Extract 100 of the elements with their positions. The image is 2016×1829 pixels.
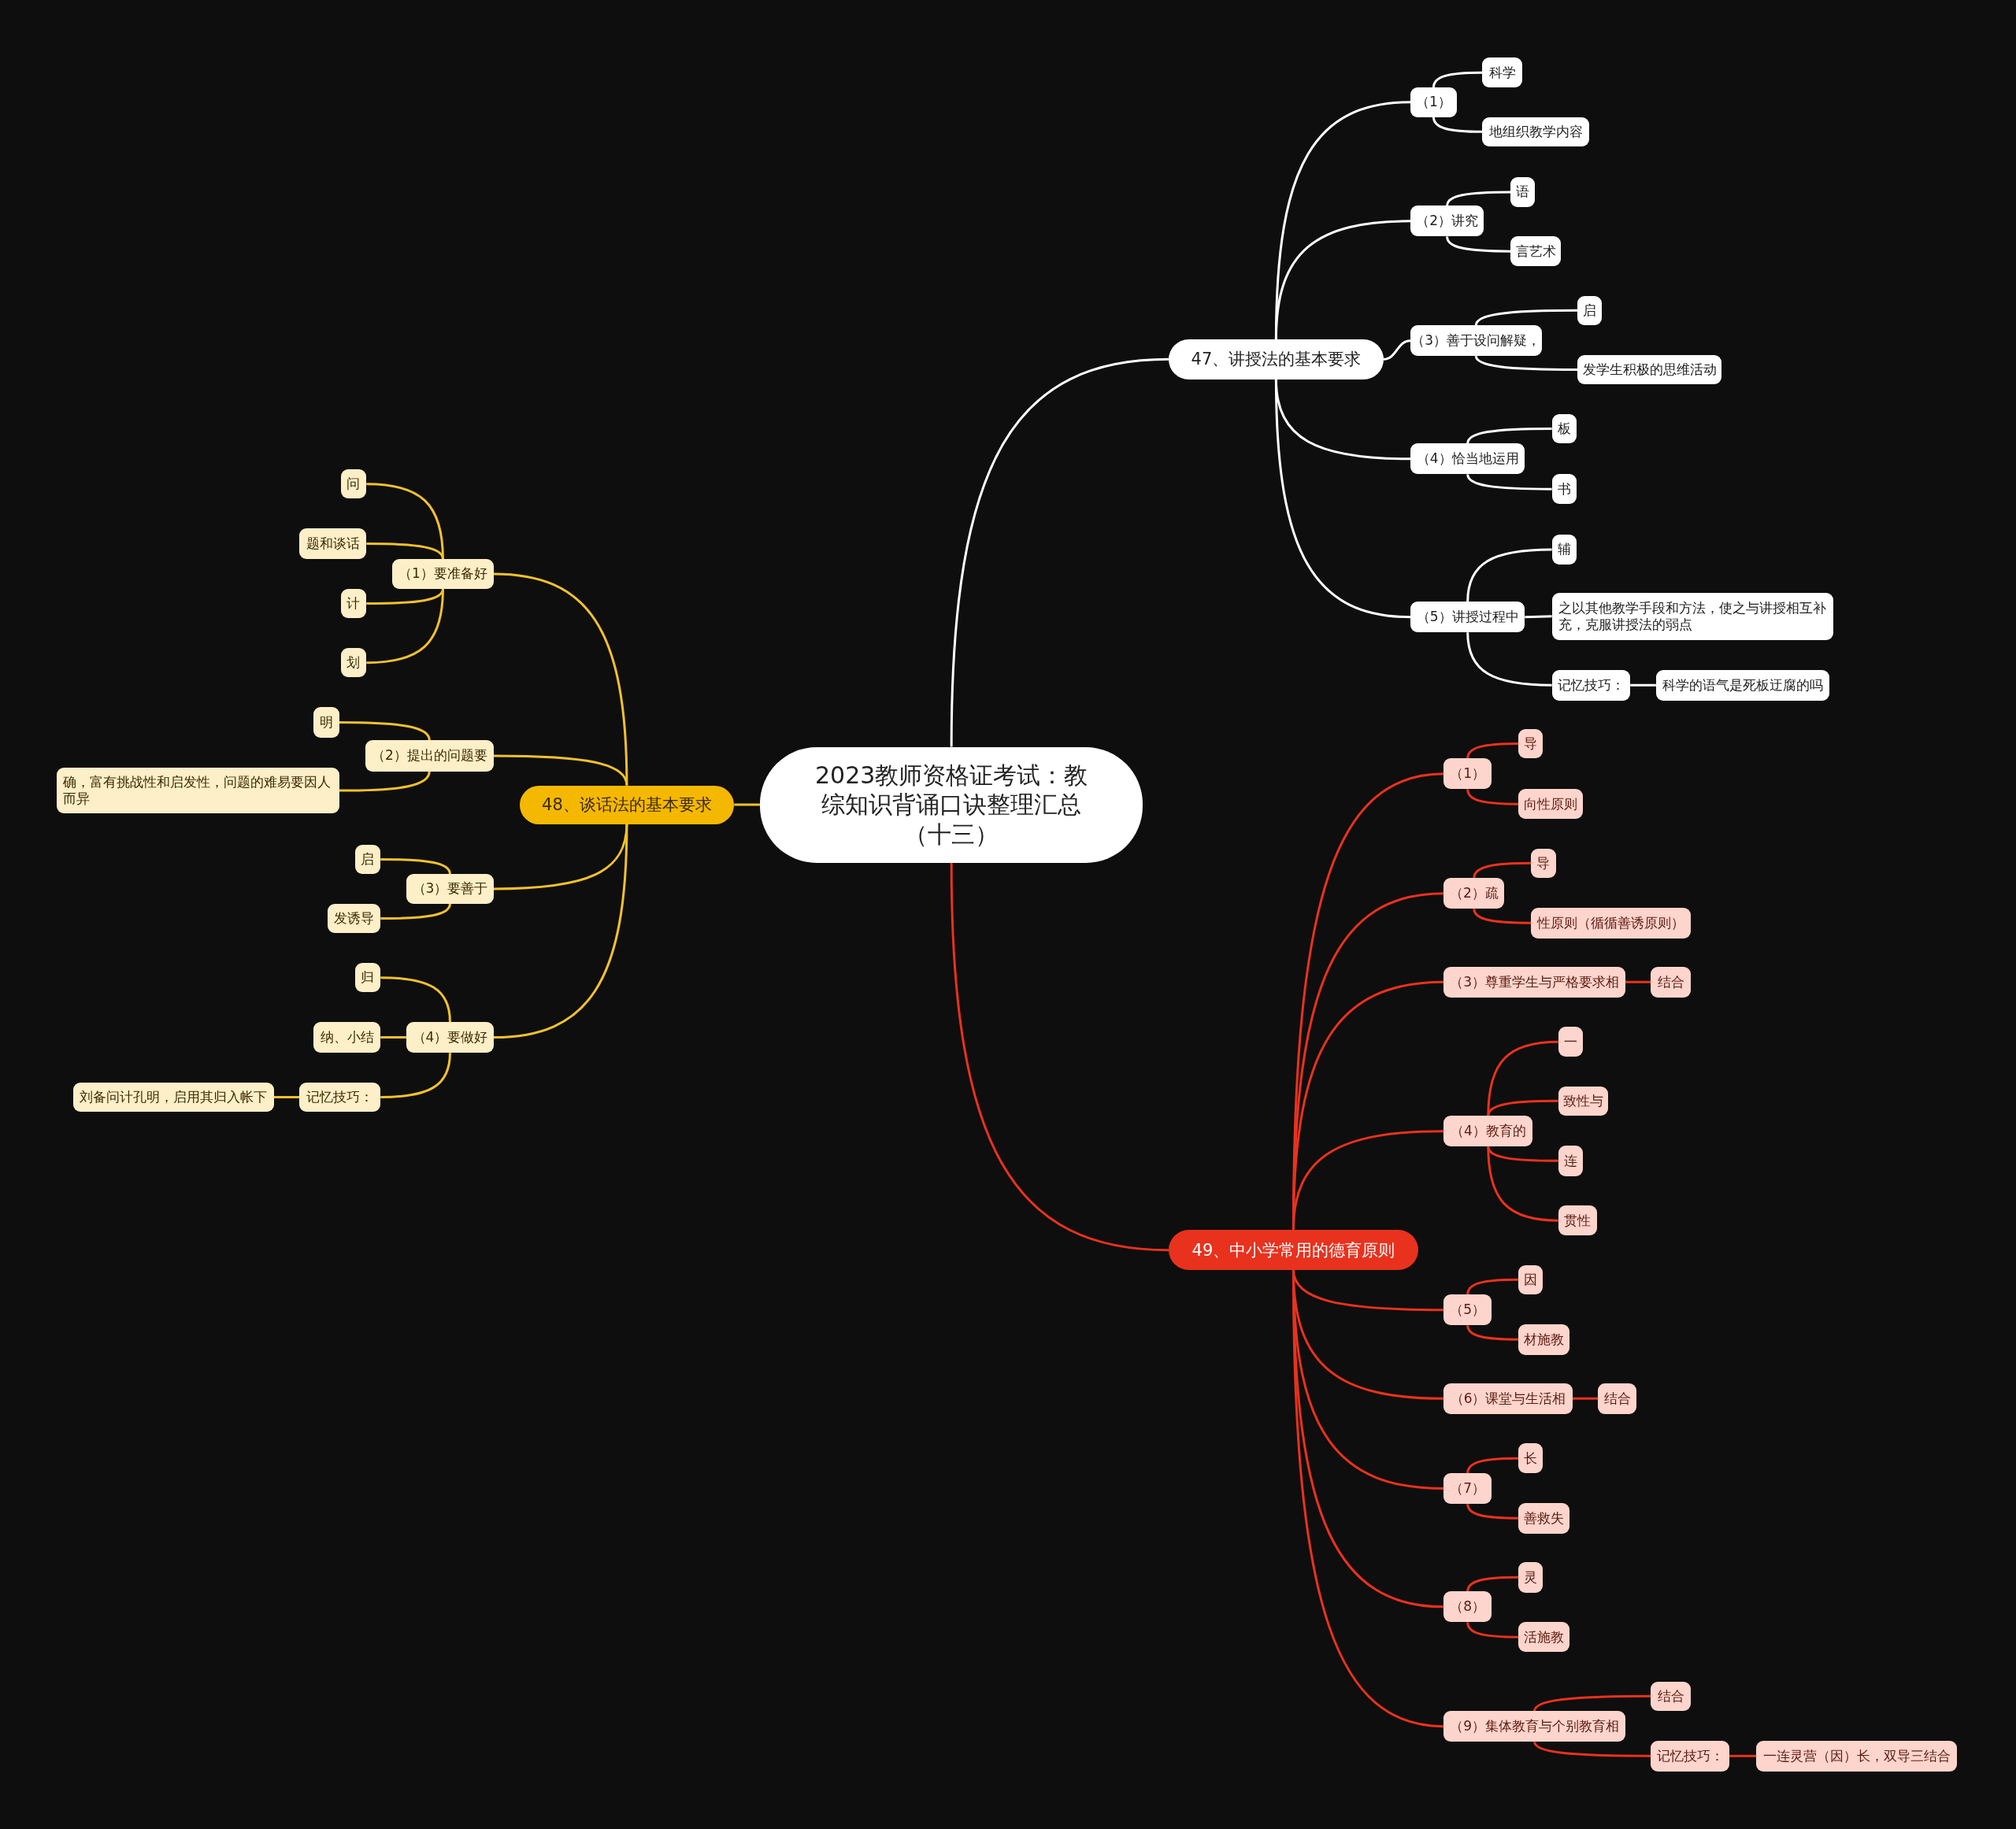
subtopic-box: 一 [1558, 1027, 1583, 1057]
subtopic-box: 记忆技巧： [1551, 669, 1631, 701]
connector-line [380, 1053, 451, 1098]
subtopic-box: 问 [340, 468, 367, 499]
subtopic-box: 连 [1558, 1145, 1583, 1176]
subtopic-box: （6）课堂与生活相 [1443, 1383, 1573, 1414]
subtopic-box: （9）集体教育与个别教育相 [1443, 1711, 1625, 1742]
connector-line [1466, 548, 1552, 602]
connector-line [493, 754, 628, 786]
subtopic-box: 材施教 [1518, 1324, 1570, 1355]
topic-box: 49、中小学常用的德育原则 [1169, 1230, 1418, 1271]
subtopic-box: 贯性 [1558, 1205, 1597, 1235]
connector-line [1466, 1457, 1519, 1474]
subtopic-box: （2）提出的问题要 [365, 740, 494, 772]
subtopic-box: 导 [1518, 728, 1544, 759]
subtopic-box: （7） [1443, 1473, 1492, 1505]
topic-box: 48、谈话法的基本要求 [519, 785, 735, 824]
connector-line [1533, 1694, 1651, 1712]
connector-line [1572, 1397, 1599, 1400]
subtopic-box: 书 [1551, 474, 1577, 504]
subtopic-box: （2）讲究 [1410, 205, 1484, 237]
connector-line [380, 903, 451, 920]
subtopic-box: 启 [354, 844, 381, 875]
subtopic-box: 长 [1518, 1443, 1544, 1473]
connector-line [493, 824, 628, 1039]
connector-line [1487, 1040, 1558, 1116]
connector-line [1466, 632, 1552, 687]
subtopic-box: 发诱导 [328, 903, 381, 934]
connector-line [1466, 1325, 1519, 1341]
subtopic-box: （8） [1443, 1591, 1492, 1623]
subtopic-box: 善救失 [1518, 1502, 1570, 1534]
connector-line [1474, 355, 1578, 371]
subtopic-box: 确，富有挑战性和启发性，问题的难易要因人而异 [56, 767, 339, 814]
subtopic-box: （1）要准备好 [391, 559, 494, 589]
connector-line [1432, 117, 1483, 133]
subtopic-box: （3）尊重学生与严格要求相 [1443, 966, 1625, 998]
connector-line [1466, 789, 1519, 805]
connector-line [1729, 1754, 1757, 1757]
connector-line [380, 1036, 406, 1039]
connector-line [1446, 236, 1511, 253]
subtopic-box: 向性原则 [1518, 789, 1583, 819]
subtopic-box: 结合 [1598, 1383, 1637, 1414]
connector-line [273, 1095, 300, 1098]
connector-line [339, 771, 431, 792]
subtopic-box: 科学 [1482, 57, 1523, 87]
connector-line [1473, 861, 1532, 879]
subtopic-box: 科学的语气是死板迂腐的吗 [1655, 669, 1830, 701]
subtopic-box: 明 [313, 706, 339, 739]
connector-line [366, 542, 444, 560]
subtopic-box: 题和谈话 [299, 528, 367, 560]
connector-line [1432, 71, 1483, 88]
subtopic-box: （5） [1443, 1294, 1492, 1326]
subtopic-box: （4）教育的 [1443, 1116, 1533, 1147]
connector-line [1274, 220, 1411, 340]
connector-line [1466, 1622, 1519, 1638]
subtopic-box: 致性与 [1558, 1086, 1609, 1116]
subtopic-box: 记忆技巧： [299, 1082, 381, 1113]
subtopic-box: 因 [1518, 1264, 1544, 1295]
subtopic-box: （5）讲授过程中 [1410, 602, 1525, 633]
connector-line [734, 803, 760, 806]
subtopic-box: （3）善于设问解疑， [1410, 325, 1542, 357]
connector-line [950, 862, 1169, 1252]
subtopic-box: 结合 [1651, 1681, 1691, 1712]
subtopic-box: （4）恰当地运用 [1410, 443, 1525, 475]
connector-line [339, 721, 431, 741]
topic-box: 47、讲授法的基本要求 [1169, 339, 1384, 379]
subtopic-box: 言艺术 [1510, 236, 1562, 266]
subtopic-box: 灵 [1518, 1561, 1544, 1593]
connector-line [1473, 909, 1532, 924]
subtopic-box: （1） [1443, 758, 1492, 790]
subtopic-box: 启 [1577, 295, 1603, 326]
connector-line [1630, 683, 1656, 687]
subtopic-box: 归 [354, 962, 381, 993]
connector-line [1625, 980, 1651, 983]
subtopic-box: 语 [1510, 177, 1536, 207]
connector-line [1466, 474, 1552, 491]
subtopic-box: 性原则（循循善诱原则） [1531, 907, 1691, 939]
subtopic-box: （1） [1410, 87, 1457, 117]
connector-line [950, 357, 1169, 747]
connector-line [1533, 1741, 1651, 1757]
connector-line [1525, 615, 1552, 619]
connector-line [1466, 742, 1519, 759]
connector-line [1487, 1099, 1558, 1116]
connector-line [1292, 1130, 1444, 1231]
subtopic-box: 辅 [1551, 535, 1577, 565]
connector-line [1383, 339, 1411, 361]
subtopic-box: 地组织教学内容 [1482, 117, 1589, 147]
subtopic-box: 发学生积极的思维活动 [1577, 354, 1722, 385]
connector-line [366, 588, 444, 665]
connector-line [1446, 191, 1511, 206]
connector-line [1487, 1146, 1558, 1162]
connector-line [1466, 1504, 1519, 1520]
subtopic-box: 记忆技巧： [1651, 1740, 1729, 1772]
subtopic-box: 板 [1551, 413, 1577, 444]
subtopic-box: 导 [1531, 848, 1556, 879]
connector-line [366, 588, 444, 605]
central-topic: 2023教师资格证考试：教综知识背诵口诀整理汇总（十三） [759, 746, 1143, 863]
subtopic-box: 活施教 [1518, 1622, 1570, 1652]
subtopic-box: 刘备问计孔明，启用其归入帐下 [73, 1082, 274, 1113]
subtopic-box: 一连灵营（因）长，双导三结合 [1756, 1740, 1957, 1772]
